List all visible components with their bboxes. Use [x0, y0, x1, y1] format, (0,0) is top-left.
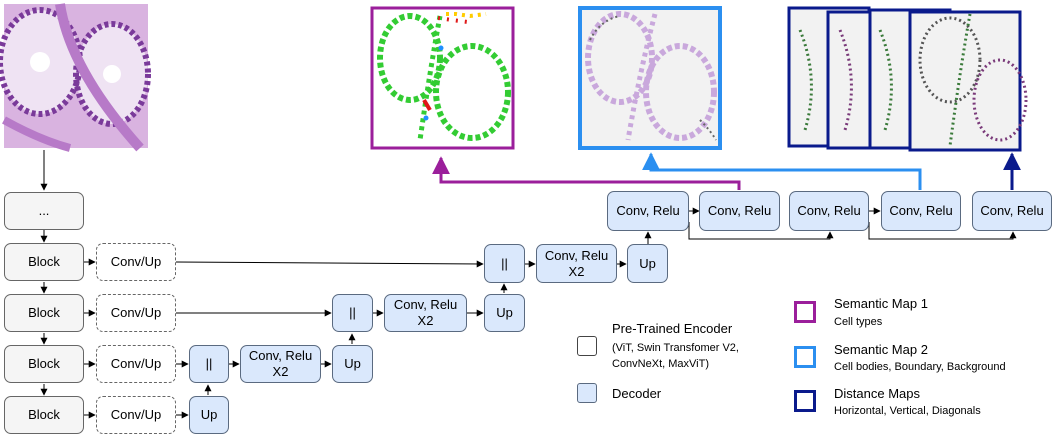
legend-distance-maps-desc: Horizontal, Vertical, Diagonals [834, 405, 981, 417]
encoder-block-1: Block [4, 243, 84, 281]
x2-label: X2 [272, 364, 289, 379]
semantic-map-2-image [578, 6, 722, 150]
legend-distance-maps-swatch [794, 390, 816, 412]
legend-decoder-swatch [577, 383, 597, 403]
legend-semantic-map-2-swatch [794, 346, 816, 368]
legend-semantic-map-1-swatch [794, 301, 816, 323]
encoder-block-2: Block [4, 294, 84, 332]
encoder-block-4: Block [4, 396, 84, 434]
decoder-concat-1: || [189, 345, 229, 383]
decoder-conv-relu-x2-2: Conv, Relu X2 [384, 294, 467, 332]
conv-up-2: Conv/Up [96, 294, 176, 332]
legend-semantic-map-1-title: Semantic Map 1 [834, 296, 928, 311]
input-histology-image [0, 3, 151, 152]
decoder-up-2: Up [332, 345, 373, 383]
decoder-conv-relu-x2-3: Conv, Relu X2 [536, 244, 617, 283]
semantic-map-1-image [370, 6, 515, 150]
x2-label: X2 [568, 263, 585, 279]
decoder-up-4: Up [627, 244, 668, 283]
conv-relu-head-4: Conv, Relu [881, 191, 961, 231]
conv-relu-head-2: Conv, Relu [699, 191, 780, 231]
conv-relu-label: Conv, Relu [393, 297, 458, 312]
x2-label: X2 [417, 313, 434, 328]
conv-relu-label: Conv, Relu [544, 247, 609, 263]
legend-encoder-models-1: (ViT, Swin Transfomer V2, [612, 342, 739, 354]
conv-up-1: Conv/Up [96, 243, 176, 281]
legend-semantic-map-1-desc: Cell types [834, 316, 883, 328]
decoder-concat-2: || [332, 294, 373, 332]
legend-decoder-title: Decoder [612, 386, 662, 401]
conv-relu-head-1: Conv, Relu [607, 191, 689, 231]
legend-encoder-title: Pre-Trained Encoder [612, 321, 733, 336]
decoder-up-1: Up [189, 396, 229, 434]
conv-relu-head-5: Conv, Relu [972, 191, 1052, 231]
conv-relu-label: Conv, Relu [248, 348, 313, 363]
decoder-up-3: Up [484, 294, 525, 332]
conv-up-3: Conv/Up [96, 345, 176, 383]
conv-relu-head-3: Conv, Relu [789, 191, 869, 231]
legend-encoder-swatch [577, 336, 597, 356]
decoder-conv-relu-x2-1: Conv, Relu X2 [240, 345, 321, 383]
legend-distance-maps-title: Distance Maps [834, 386, 920, 401]
conv-up-4: Conv/Up [96, 396, 176, 434]
legend-semantic-map-2-desc: Cell bodies, Boundary, Background [834, 361, 1006, 373]
legend-semantic-map-2-title: Semantic Map 2 [834, 342, 928, 357]
legend-encoder-models-2: ConvNeXt, MaxViT) [612, 358, 709, 370]
encoder-block-3: Block [4, 345, 84, 383]
decoder-concat-3: || [484, 244, 525, 283]
encoder-top-block: ... [4, 192, 84, 230]
distance-maps-image [787, 6, 1028, 152]
